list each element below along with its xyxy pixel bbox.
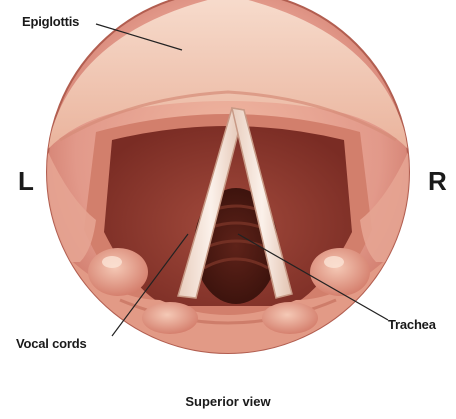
trachea-label: Trachea xyxy=(388,317,436,332)
right-cuneiform xyxy=(262,302,318,334)
right-arytenoid xyxy=(310,248,370,296)
left-arytenoid xyxy=(88,248,148,296)
left-cuneiform xyxy=(142,302,198,334)
epiglottis-label: Epiglottis xyxy=(22,14,79,29)
left-side-label: L xyxy=(18,166,34,197)
view-caption: Superior view xyxy=(0,394,456,409)
vocal-cords-label: Vocal cords xyxy=(16,336,87,351)
right-side-label: R xyxy=(428,166,447,197)
